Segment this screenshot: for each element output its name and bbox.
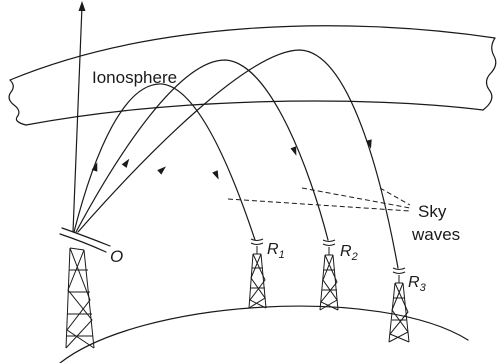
ray-r3-arrowhead-down [366, 139, 374, 149]
receiver-label-r1: R1 [267, 241, 285, 261]
ionosphere-right-edge [483, 38, 496, 110]
ionosphere-band [9, 26, 496, 125]
transmitter-tower [60, 228, 110, 348]
sky-waves-label-line1: Sky [418, 202, 447, 221]
escaping-ray-arrowhead [79, 1, 86, 11]
receiver-tower-r3 [389, 268, 409, 342]
receiver-tower-r1 [249, 239, 266, 308]
receiver-tower-r2 [320, 240, 338, 310]
transmitter-label: O [110, 247, 123, 266]
sky-waves-label-line2: waves [411, 225, 460, 244]
ionosphere-label: Ionosphere [92, 68, 177, 87]
receiver-label-r2-letter: R [340, 243, 352, 260]
ionosphere-left-edge [9, 80, 26, 125]
ionosphere-lower-boundary [26, 101, 483, 125]
ray-r1-arrowhead-down [212, 170, 221, 181]
receiver-label-r2-sub: 2 [351, 251, 358, 263]
ray-r2-arrowhead [122, 157, 132, 168]
receiver-label-r1-sub: 1 [279, 249, 285, 261]
ionosphere-upper-boundary [10, 26, 495, 80]
sky-wave-ray-r2 [76, 60, 328, 240]
receiver-label-r3: R3 [408, 274, 427, 294]
receiver-label-r3-sub: 3 [420, 282, 427, 294]
earth-surface [60, 306, 468, 363]
receiver-label-r1-letter: R [267, 241, 279, 258]
receiver-label-r2: R2 [340, 243, 358, 263]
ray-r3-arrowhead [157, 164, 168, 174]
receiver-label-r3-letter: R [408, 274, 420, 291]
